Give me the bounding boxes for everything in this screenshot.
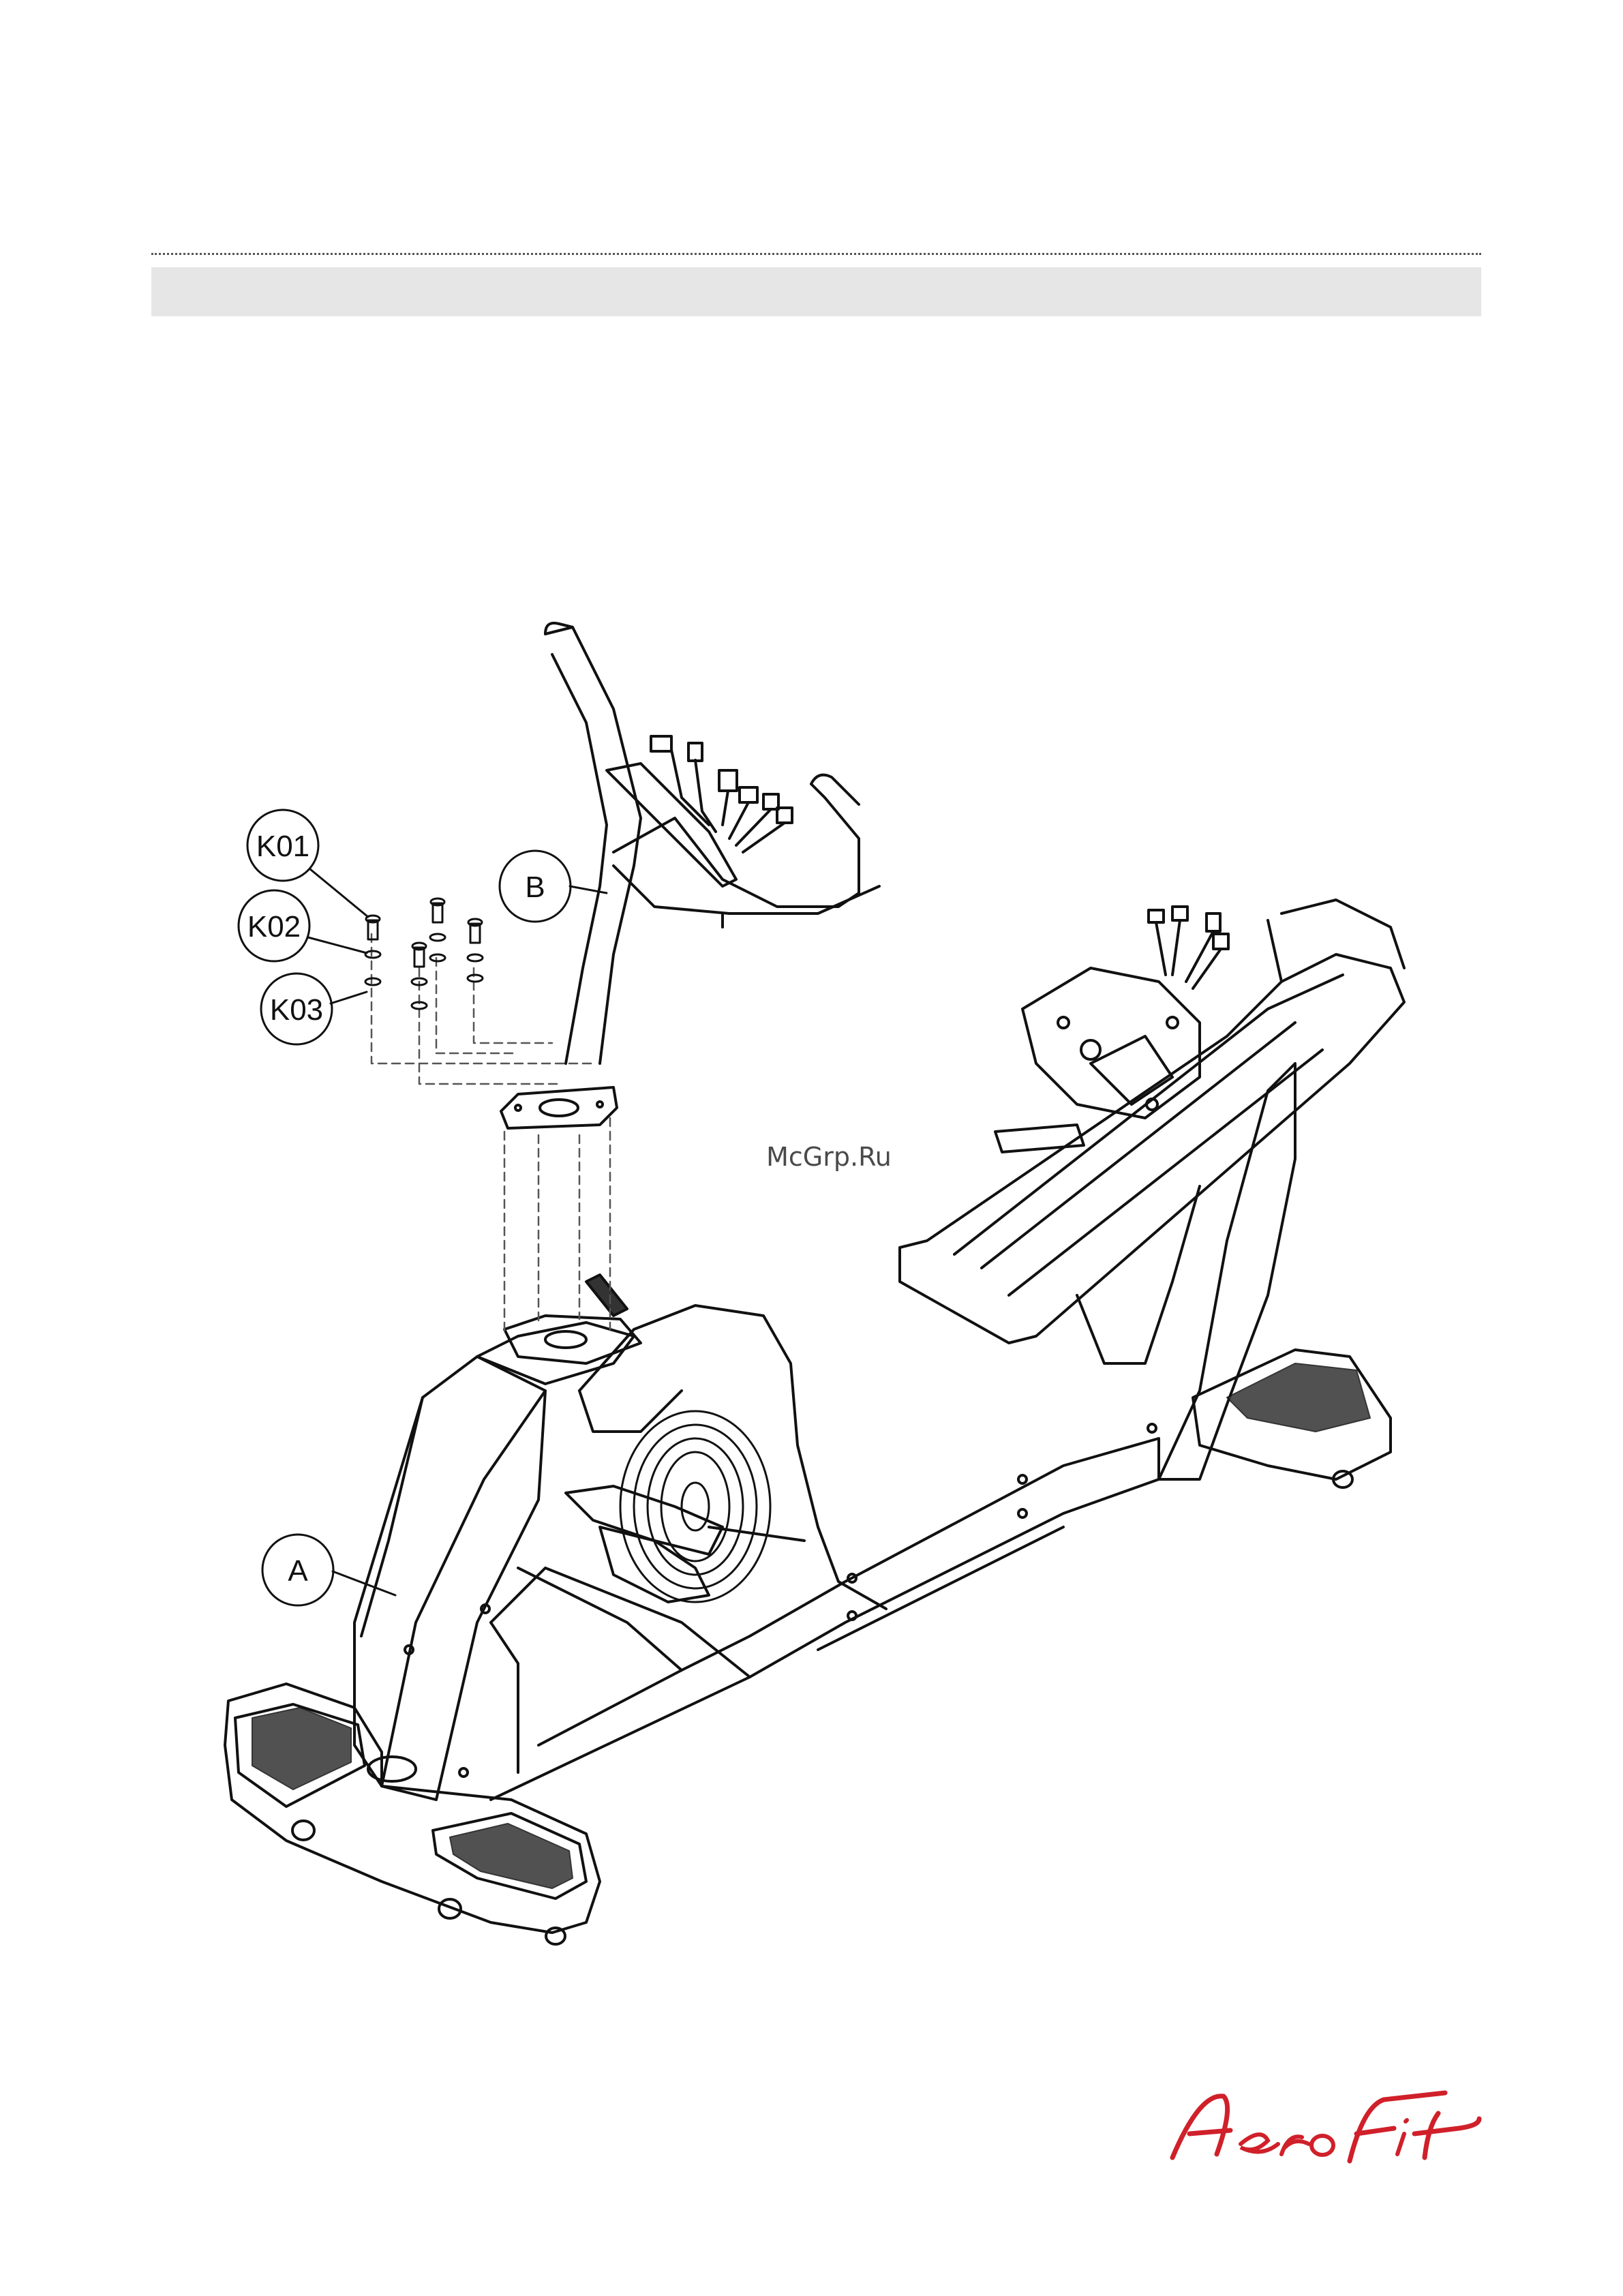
bolts-washers (365, 898, 483, 1009)
rear-support (1077, 1063, 1391, 1487)
lower-mount-plate (477, 1275, 641, 1384)
callout-b-label: B (525, 871, 545, 904)
watermark-text: McGrp.Ru (747, 1136, 911, 1177)
handlebar-upright (545, 623, 879, 1063)
main-frame (491, 1424, 1159, 1800)
aerofit-logo (1159, 2079, 1486, 2175)
upper-mount-plate (501, 1087, 617, 1128)
callout-a-label: A (288, 1554, 308, 1588)
front-base (225, 1684, 600, 1944)
callout-k01-label: K01 (256, 830, 309, 863)
callout-k02-label: K02 (247, 910, 301, 943)
assembly-guide-lines (371, 934, 610, 1336)
callout-k03-label: K03 (270, 993, 323, 1027)
seat-rail (900, 900, 1404, 1343)
flywheel-housing (566, 1305, 886, 1609)
